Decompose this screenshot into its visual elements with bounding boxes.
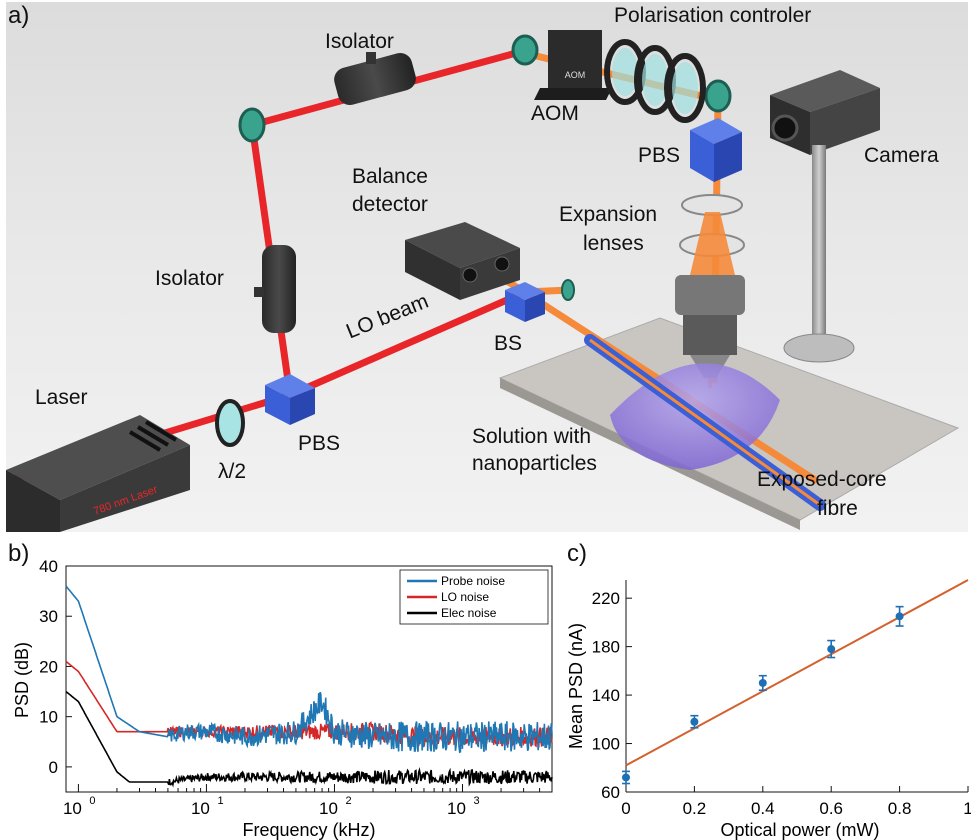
label-nanoparticles: nanoparticles: [472, 452, 597, 475]
label-laser: Laser: [35, 386, 88, 409]
psd-xtick-label: 10: [447, 799, 466, 818]
psd-ytick-label: 40: [39, 557, 58, 576]
label-aom: AOM: [531, 102, 579, 125]
isolator-left: [254, 245, 296, 333]
label-balance: Balance: [352, 165, 428, 188]
psd-ytick-label: 10: [39, 708, 58, 727]
label-isolator-top: Isolator: [325, 30, 394, 53]
psd-series-probe-noise: [65, 585, 553, 754]
meanpsd-fit-line: [625, 579, 969, 767]
label-solution: Solution with: [472, 425, 592, 448]
meanpsd-marks: [622, 579, 969, 785]
meanpsd-ytick-label: 220: [592, 589, 620, 608]
psd-chart: 40 30 20 10 0 10 0 10 1 10 2 10 3 PSD (dB) Frequency…: [12, 557, 553, 840]
label-expansion: Expansion: [559, 203, 658, 226]
psd-ytick-label: 20: [39, 657, 58, 676]
meanpsd-point: [827, 645, 836, 654]
meanpsd-ytick-label: 180: [592, 638, 620, 657]
meanpsd-ticks: 60 100 140 180 220 0 0.2 0.4 0.6 0.8 1: [592, 589, 971, 818]
panel-c-letter: c): [567, 540, 587, 567]
meanpsd-point: [690, 717, 699, 726]
label-fibre: fibre: [817, 497, 858, 520]
laser-device: 780 nm Laser: [6, 415, 190, 532]
psd-ytick-label: 30: [39, 607, 58, 626]
label-pbs-bottom: PBS: [298, 432, 341, 455]
label-detector: detector: [352, 193, 428, 216]
psd-xlabel: Frequency (kHz): [242, 820, 375, 840]
psd-legend: Probe noise LO noise Elec noise: [399, 569, 549, 625]
mirror-left: [238, 107, 266, 143]
meanpsd-xtick-label: 0.6: [819, 799, 843, 818]
aom-device-text: AOM: [565, 70, 586, 80]
psd-xtick-exponent: 1: [217, 795, 223, 807]
meanpsd-xtick-label: 0.4: [751, 799, 775, 818]
half-wave-plate: [215, 399, 245, 447]
mean-psd-chart: 60 100 140 180 220 0 0.2 0.4 0.6 0.8 1 Mean PSD (n…: [566, 579, 971, 840]
mirror-small: [561, 279, 575, 301]
meanpsd-ylabel: Mean PSD (nA): [566, 623, 586, 749]
panel-a-letter: a): [8, 2, 30, 29]
psd-xtick-label: 10: [63, 799, 82, 818]
psd-series: [65, 585, 553, 788]
psd-xtick-exponent: 3: [474, 795, 480, 807]
meanpsd-point: [622, 773, 630, 782]
meanpsd-xtick-label: 0.2: [683, 799, 707, 818]
setup-scene: AOM: [6, 2, 968, 532]
meanpsd-xlabel: Optical power (mW): [720, 820, 879, 840]
label-bs: BS: [494, 332, 523, 355]
label-polarisation-controller: Polarisation controler: [614, 4, 812, 27]
pbs-cube-top: [690, 118, 742, 182]
meanpsd-xtick-label: 0: [621, 799, 630, 818]
label-exposed-core: Exposed-core: [757, 468, 887, 491]
psd-xtick-exponent: 2: [345, 795, 351, 807]
psd-ytick-label: 0: [49, 758, 58, 777]
expanded-beam: [690, 212, 735, 275]
psd-xtick-label: 10: [319, 799, 338, 818]
meanpsd-ytick-label: 60: [601, 783, 620, 802]
isolator-top: [334, 52, 416, 106]
legend-probe-noise: Probe noise: [441, 574, 505, 588]
meanpsd-point: [895, 612, 904, 621]
pbs-cube-bottom: [265, 374, 315, 425]
label-isolator-left: Isolator: [155, 267, 224, 290]
label-camera: Camera: [864, 144, 939, 167]
meanpsd-xtick-label: 0.8: [888, 799, 912, 818]
polarisation-rings: [604, 39, 706, 123]
meanpsd-ytick-label: 140: [592, 686, 620, 705]
camera-device: [770, 70, 880, 363]
objective-lens: [675, 275, 745, 388]
legend-lo-noise: LO noise: [441, 590, 489, 604]
psd-xtick-label: 10: [191, 799, 210, 818]
aom-device: AOM: [534, 30, 612, 100]
meanpsd-point: [758, 678, 767, 687]
label-lenses: lenses: [583, 232, 644, 255]
meanpsd-xtick-label: 1: [963, 799, 971, 818]
setup-illustration: AOM: [6, 2, 968, 532]
psd-xtick-exponent: 0: [89, 795, 95, 807]
mirror-top: [511, 34, 539, 66]
psd-ylabel: PSD (dB): [12, 642, 32, 718]
label-pbs-top: PBS: [638, 144, 681, 167]
panel-b-letter: b): [8, 540, 30, 567]
legend-elec-noise: Elec noise: [441, 606, 497, 620]
balance-detector: [405, 222, 520, 300]
meanpsd-ytick-label: 100: [592, 735, 620, 754]
psd-series-elec-noise: [65, 690, 553, 788]
label-lambda-half: λ/2: [218, 460, 247, 483]
psd-ticks: 40 30 20 10 0 10 0 10 1 10 2 10 3: [39, 557, 553, 818]
fibre-core-light: [589, 338, 821, 507]
psd-plot-frame: [65, 565, 553, 793]
bs-cube: [505, 282, 545, 322]
mirror-right: [704, 79, 732, 113]
